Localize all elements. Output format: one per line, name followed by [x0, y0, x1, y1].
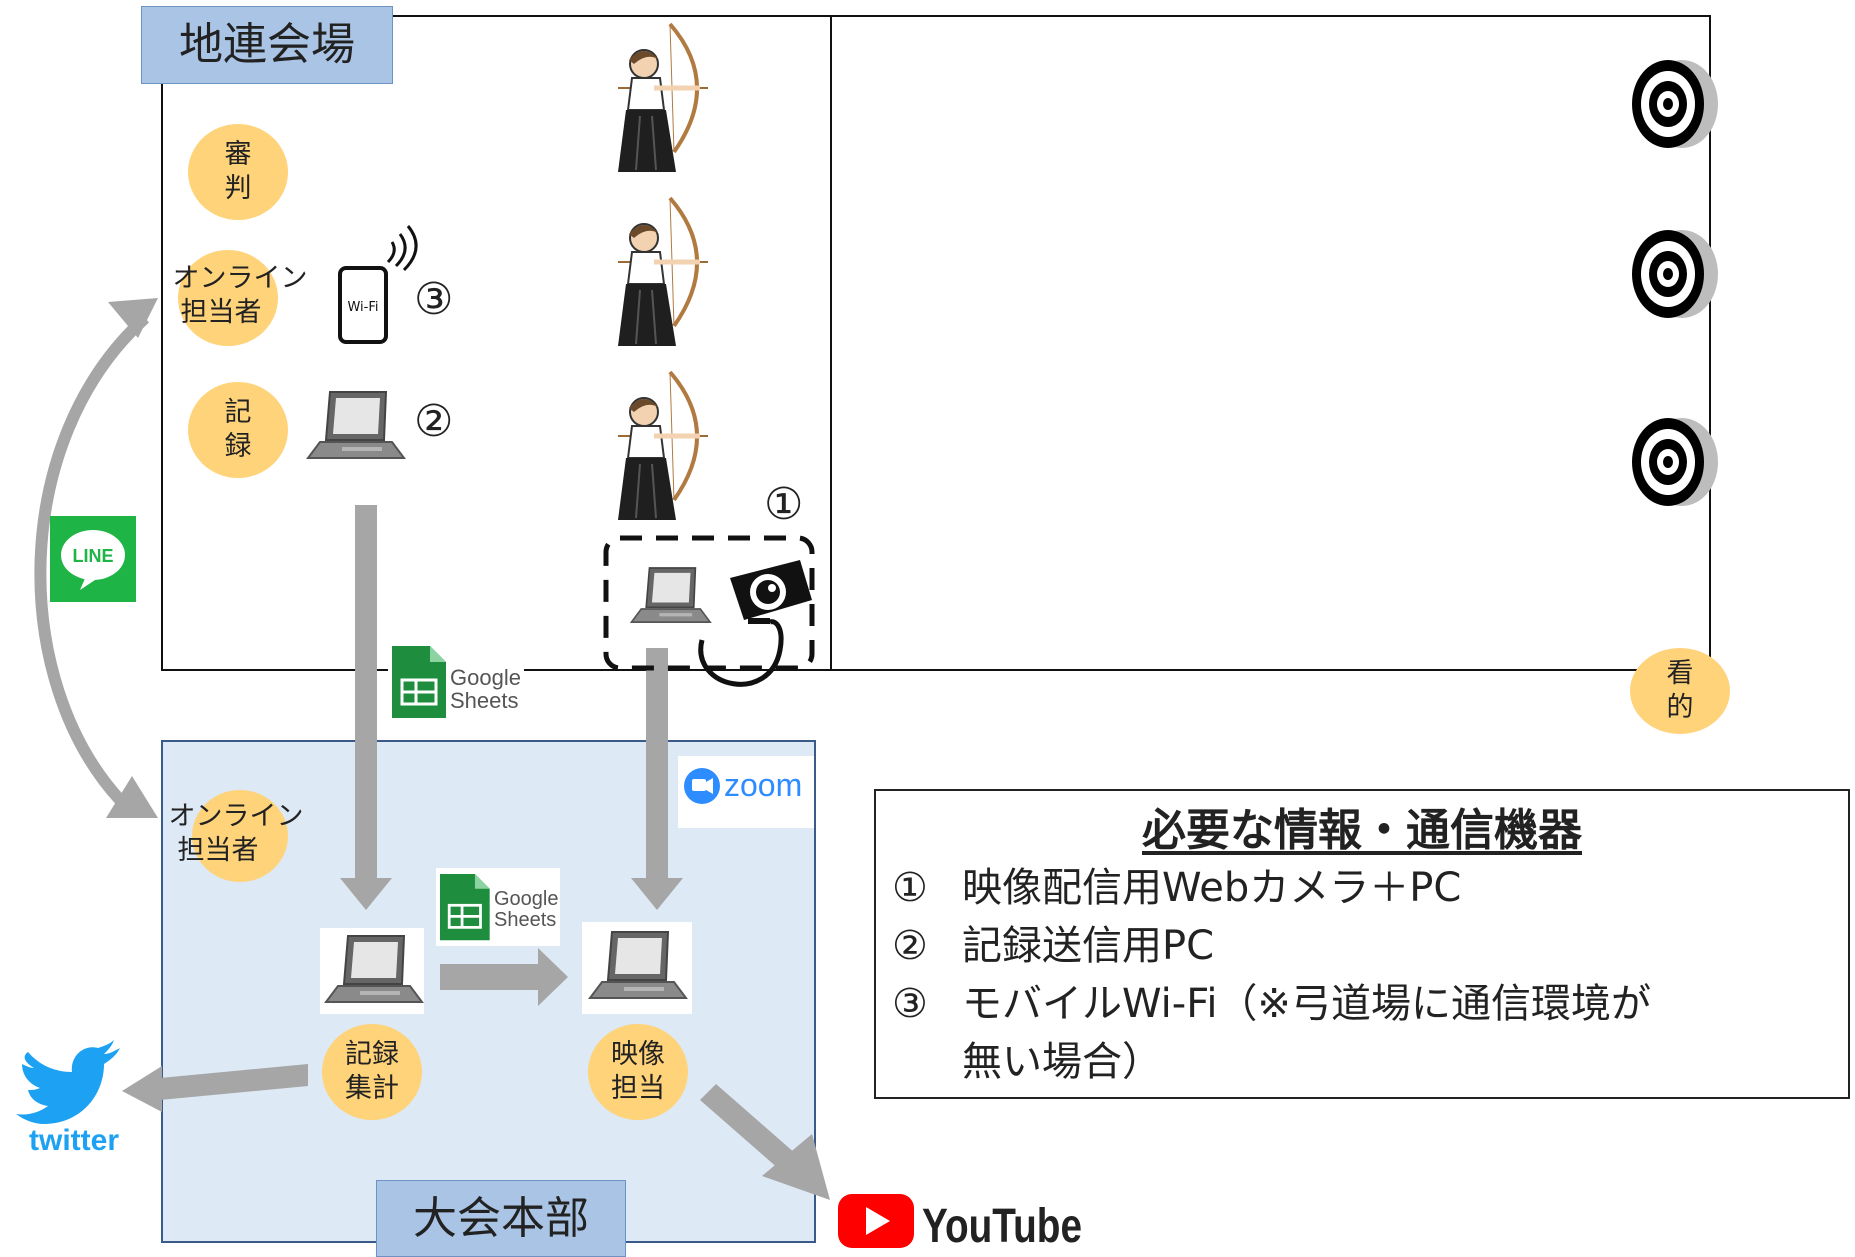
judge-bubble: 審判 — [188, 124, 288, 220]
svg-text:zoom: zoom — [724, 767, 802, 803]
record-laptop-icon — [307, 391, 405, 459]
archer-figure-2 — [618, 198, 708, 346]
line-connection-arrow — [34, 298, 158, 818]
svg-text:Sheets: Sheets — [450, 688, 519, 713]
online-venue-label: オンライン担当者 — [172, 263, 308, 328]
marker-3: ③ — [414, 274, 454, 325]
archer-figure-1 — [618, 24, 708, 172]
svg-text:twitter: twitter — [29, 1124, 119, 1157]
archer-figure-3 — [618, 372, 708, 520]
target-icon-2 — [1632, 230, 1718, 318]
twitter-logo: twitter — [16, 1040, 120, 1157]
stream-laptop-icon — [630, 567, 711, 623]
target-keeper-bubble: 看的 — [1630, 648, 1730, 734]
mobile-wifi-icon: Wi-Fi — [338, 225, 418, 344]
online-hq-bubble — [192, 790, 288, 882]
info-box-title: 必要な情報・通信機器 — [1142, 805, 1582, 856]
online-hq-label: オンライン担当者 — [168, 801, 304, 866]
youtube-logo: YouTube — [838, 1194, 1082, 1253]
arrow-record-to-video — [440, 948, 568, 1006]
marker-2: ② — [414, 396, 454, 447]
record-bubble: 記録 — [188, 382, 288, 478]
svg-text:Sheets: Sheets — [494, 909, 556, 931]
wifi-label: Wi-Fi — [347, 300, 378, 315]
arrow-record-to-hq — [340, 505, 392, 910]
target-icon-3 — [1632, 418, 1718, 506]
marker-1: ① — [764, 479, 804, 530]
google-sheets-logo-2: Google Sheets — [436, 868, 560, 946]
arrow-video-to-hq — [631, 648, 683, 910]
arrow-to-twitter — [122, 1064, 308, 1112]
svg-text:Google: Google — [494, 888, 559, 910]
svg-text:LINE: LINE — [72, 546, 113, 566]
arrow-to-youtube — [700, 1084, 830, 1200]
venue-title: 地連会場 — [141, 6, 393, 84]
venue-area — [161, 15, 1711, 671]
zoom-logo: zoom — [678, 756, 814, 828]
svg-text:YouTube: YouTube — [922, 1200, 1082, 1253]
info-item-3-continuation: 無い場合） — [962, 1039, 1162, 1085]
webcam-icon — [730, 560, 812, 624]
online-venue-bubble — [178, 250, 278, 346]
record-total-bubble: 記録集計 — [322, 1024, 422, 1120]
line-logo: LINE — [50, 516, 136, 602]
hq-title: 大会本部 — [376, 1180, 626, 1257]
video-bubble: 映像担当 — [588, 1024, 688, 1120]
target-icon-1 — [1632, 60, 1718, 148]
svg-text:Google: Google — [450, 665, 521, 690]
google-sheets-logo-1: Google Sheets — [388, 640, 524, 724]
camera-pc-group — [603, 535, 815, 687]
